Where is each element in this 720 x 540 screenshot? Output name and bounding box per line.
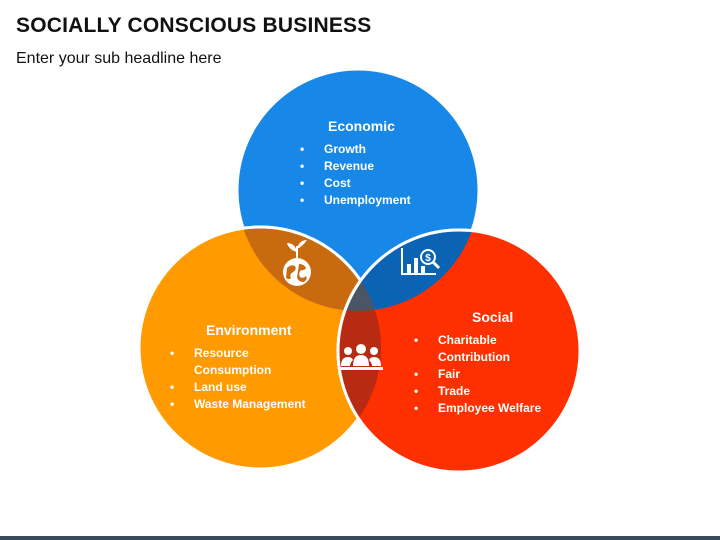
page-title: SOCIALLY CONSCIOUS BUSINESS [16, 14, 372, 37]
social-list: Charitable Contribution Fair Trade Emplo… [412, 332, 552, 417]
environment-list: Resource Consumption Land use Waste Mana… [168, 345, 318, 413]
economic-heading: Economic [328, 118, 395, 134]
globe-sprout-icon [283, 240, 311, 286]
list-item: Growth [298, 141, 428, 158]
list-item: Employee Welfare [412, 400, 552, 417]
overlap-economic-environment [237, 225, 383, 311]
economic-list: Growth Revenue Cost Unemployment [298, 141, 428, 209]
overlap-environment-social [336, 228, 381, 469]
team-icon [339, 344, 383, 370]
environment-block: Environment Resource Consumption Land us… [168, 322, 318, 413]
list-item: Unemployment [298, 192, 428, 209]
overlap-economic-social [336, 228, 479, 311]
list-item: Charitable Contribution [412, 332, 552, 366]
economic-block: Economic Growth Revenue Cost Unemploymen… [298, 118, 428, 209]
environment-heading: Environment [206, 322, 292, 338]
list-item: Cost [298, 175, 428, 192]
chart-magnifier-icon: $ [401, 248, 441, 275]
social-block: Social Charitable Contribution Fair Trad… [412, 309, 552, 417]
list-item: Waste Management [168, 396, 318, 413]
list-item: Resource Consumption [168, 345, 318, 379]
list-item: Trade [412, 383, 552, 400]
list-item: Revenue [298, 158, 428, 175]
list-item: Fair [412, 366, 552, 383]
footer-bar [0, 536, 720, 540]
svg-text:$: $ [425, 253, 431, 264]
social-heading: Social [472, 309, 514, 325]
page-subtitle: Enter your sub headline here [16, 50, 222, 67]
list-item: Land use [168, 379, 318, 396]
